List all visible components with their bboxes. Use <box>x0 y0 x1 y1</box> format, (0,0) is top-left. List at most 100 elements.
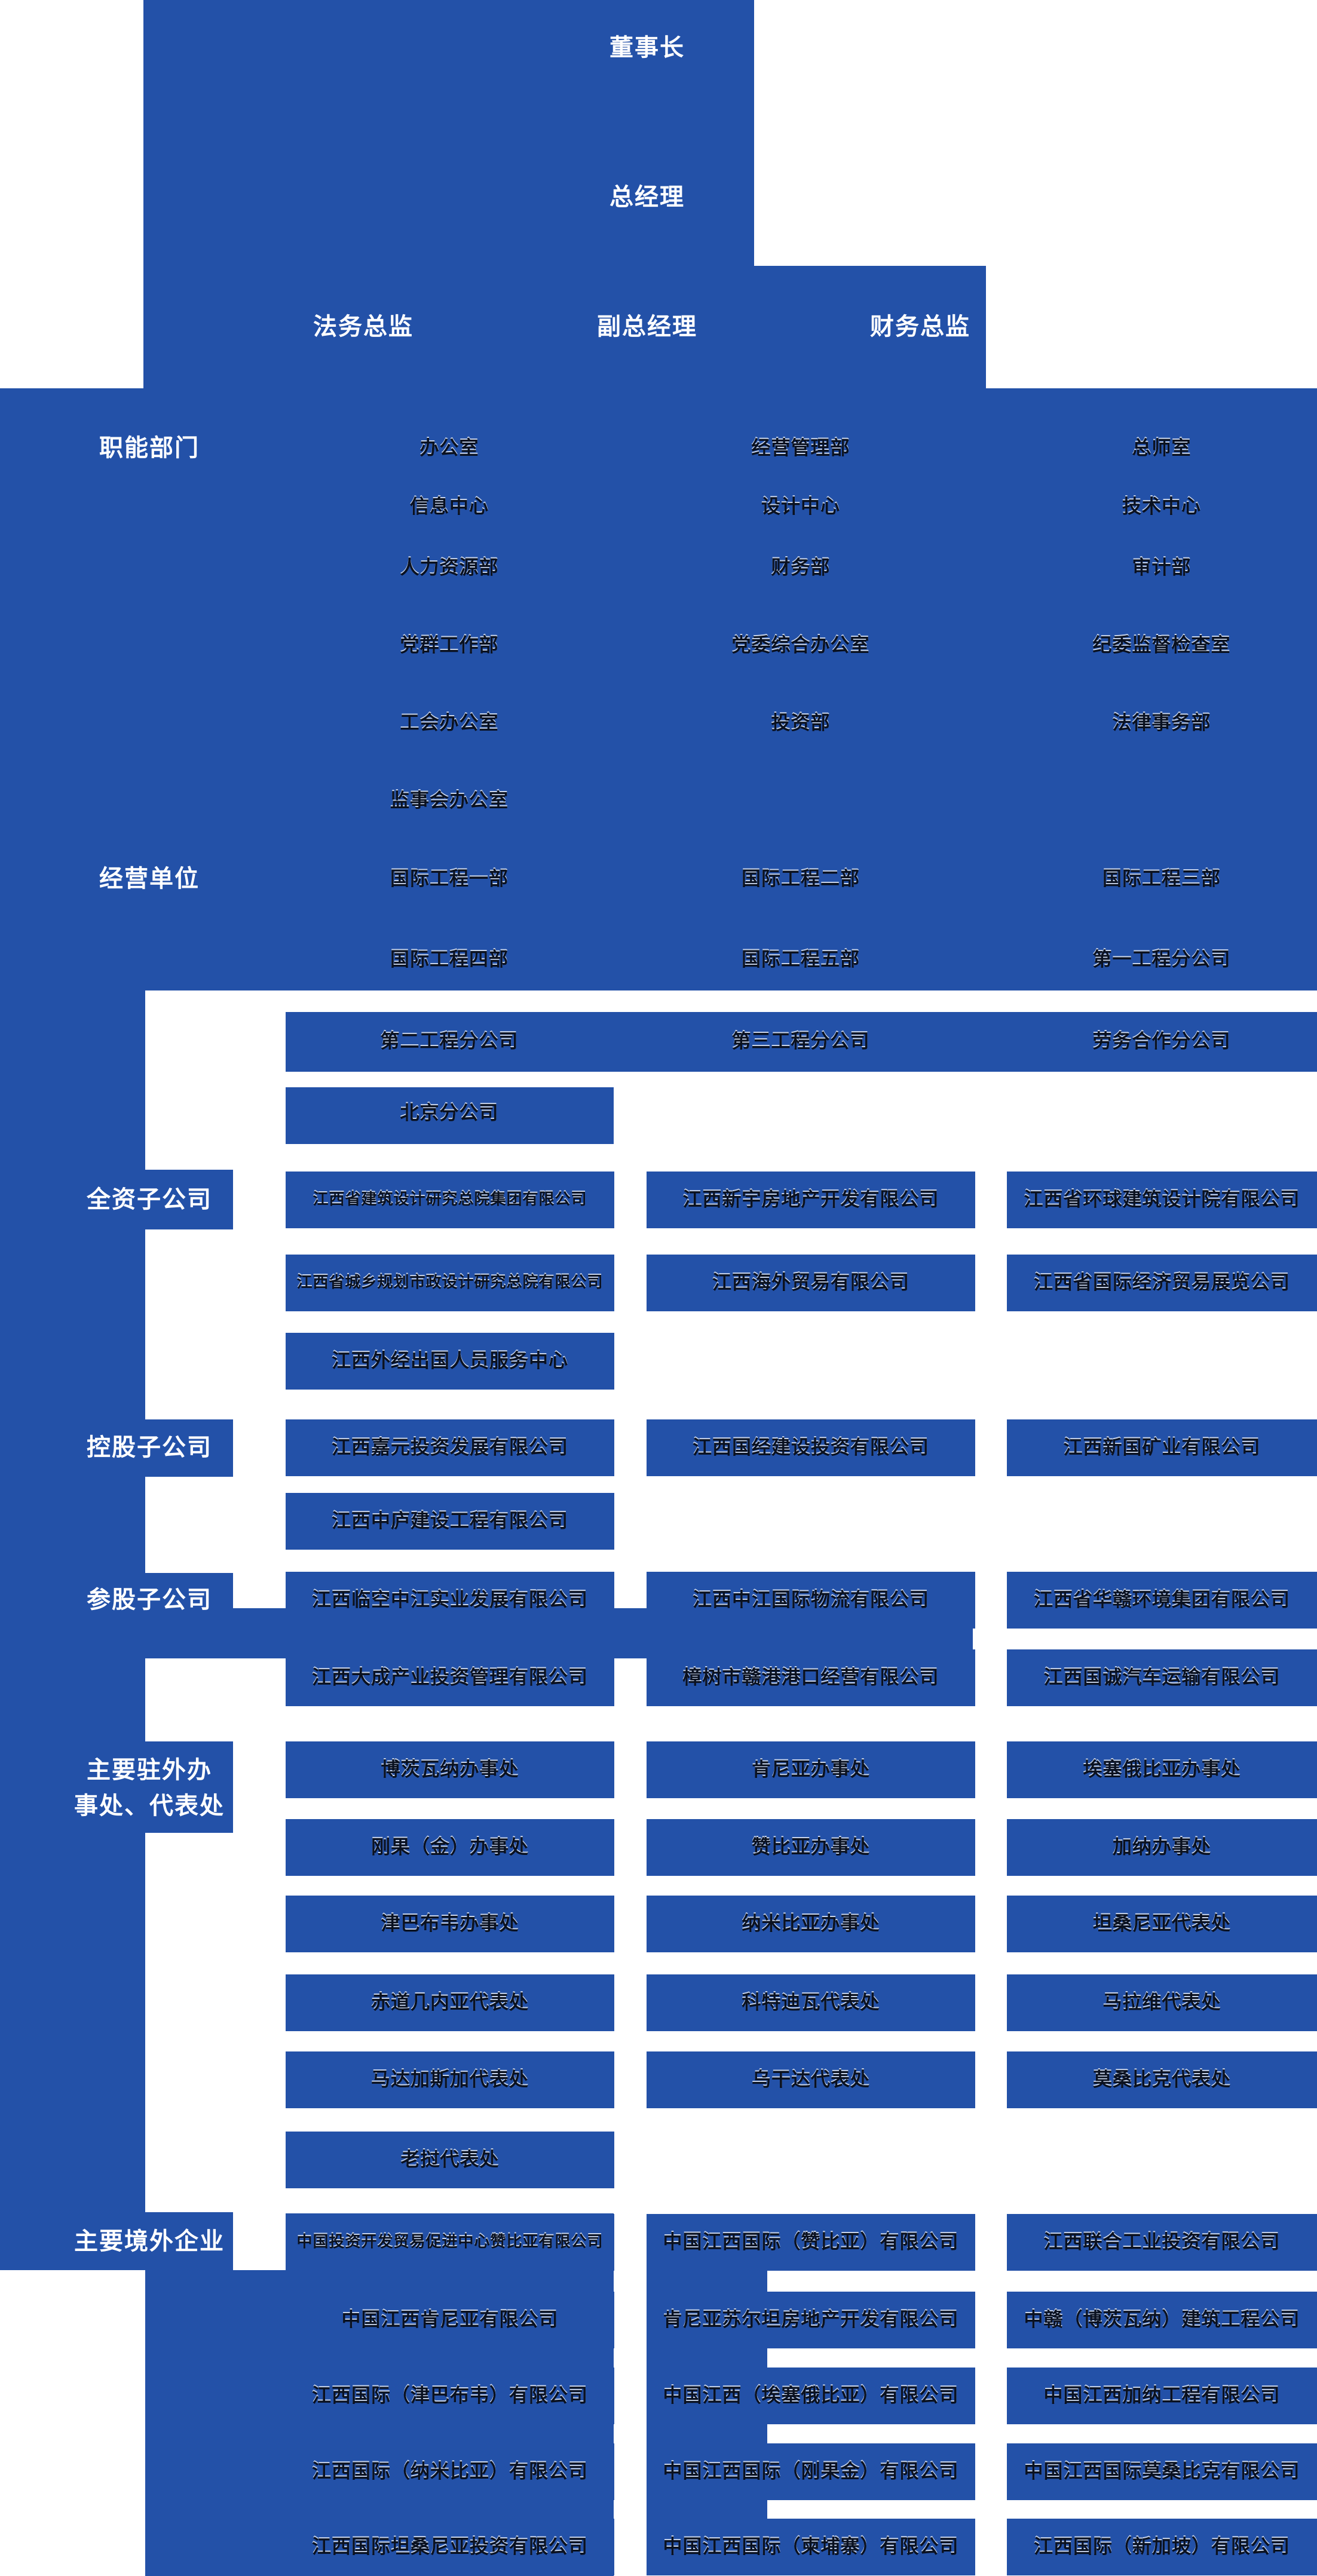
org-box-label: 赞比亚办事处 <box>751 1836 871 1858</box>
org-box-label: 党委综合办公室 <box>731 634 870 656</box>
org-box-label: 中赣（博茨瓦纳）建筑工程公司 <box>1024 2308 1300 2330</box>
bg-header-overseas-companies <box>0 2212 233 2270</box>
org-box <box>1007 2051 1317 2108</box>
org-box-label: 中国江西肯尼亚有限公司 <box>341 2308 559 2330</box>
org-box-label: 江西省建筑设计研究总院集团有限公司 <box>313 1190 587 1209</box>
org-box <box>1007 1419 1317 1476</box>
org-box-label: 江西国际（纳米比亚）有限公司 <box>311 2460 589 2482</box>
org-box <box>286 1419 614 1476</box>
bg-header-overseas-offices <box>0 1741 233 1833</box>
chairman-label: 董事长 <box>610 35 685 61</box>
org-box <box>1007 1974 1317 2031</box>
org-box-label: 办公室 <box>419 437 479 459</box>
section-label-holding: 控股子公司 <box>87 1434 212 1461</box>
org-box-label: 总师室 <box>1132 437 1192 459</box>
org-box-label: 中国江西（埃塞俄比亚）有限公司 <box>663 2384 959 2406</box>
org-box-label: 法律事务部 <box>1112 712 1211 734</box>
org-box-label: 纳米比亚办事处 <box>742 1912 880 1934</box>
org-box-label: 中国江西国际（柬埔寨）有限公司 <box>663 2535 959 2557</box>
org-box-label: 莫桑比克代表处 <box>1092 2068 1232 2090</box>
org-box-label: 国际工程二部 <box>741 867 860 890</box>
org-box <box>647 1818 975 1876</box>
org-box-label: 经营管理部 <box>751 437 850 459</box>
org-box <box>647 1571 975 1629</box>
org-box <box>1007 1649 1317 1706</box>
org-box-label: 赤道几内亚代表处 <box>370 1991 529 2013</box>
finance-director-label: 财务总监 <box>870 314 970 340</box>
org-box <box>286 1974 614 2031</box>
org-box-label: 国际工程三部 <box>1102 867 1221 890</box>
org-box <box>647 2051 975 2108</box>
org-box <box>286 2051 614 2108</box>
deputy-general-manager-label: 副总经理 <box>597 314 697 340</box>
org-box-label: 工会办公室 <box>400 712 499 734</box>
org-box-label: 江西新宇房地产开发有限公司 <box>682 1188 939 1210</box>
org-box-label: 江西临空中江实业发展有限公司 <box>311 1588 589 1611</box>
org-box-label: 技术中心 <box>1122 495 1202 517</box>
org-box <box>647 1649 975 1706</box>
org-box-label: 江西省华赣环境集团有限公司 <box>1033 1588 1291 1611</box>
org-box-label: 江西大成产业投资管理有限公司 <box>311 1666 589 1688</box>
org-box-label: 肯尼亚办事处 <box>751 1758 871 1780</box>
org-box <box>647 2291 975 2348</box>
org-box-label: 江西新国矿业有限公司 <box>1063 1436 1261 1458</box>
bg-lower-spine <box>145 2270 286 2576</box>
org-box <box>1007 2518 1317 2575</box>
section-label-overseas-offices: 主要驻外办 事处、代表处 <box>74 1757 225 1819</box>
org-box-label: 第三工程分公司 <box>731 1030 870 1052</box>
org-box <box>1007 2367 1317 2424</box>
general-manager-label: 总经理 <box>610 184 685 210</box>
org-box <box>647 2443 975 2500</box>
bg-branch-bar <box>286 1012 1317 1072</box>
bg-header-wholly-owned <box>0 1170 233 1229</box>
org-box-label: 财务部 <box>771 556 831 578</box>
legal-director-label: 法务总监 <box>313 314 414 340</box>
org-box-label: 科特迪瓦代表处 <box>742 1991 880 2013</box>
section-label-business-units: 经营单位 <box>99 866 200 892</box>
org-box <box>286 1818 614 1876</box>
org-box-label: 江西省城乡规划市政设计研究总院有限公司 <box>296 1273 604 1292</box>
org-box <box>1007 1254 1317 1311</box>
org-box-label: 审计部 <box>1132 556 1192 578</box>
org-box-label: 江西省环球建筑设计院有限公司 <box>1024 1188 1300 1210</box>
org-box-label: 江西外经出国人员服务中心 <box>331 1350 569 1372</box>
org-box <box>1007 1741 1317 1798</box>
org-box-label: 马达加斯加代表处 <box>370 2068 529 2090</box>
org-box-label: 加纳办事处 <box>1112 1836 1212 1858</box>
org-box <box>286 2213 614 2271</box>
org-box <box>286 1895 614 1952</box>
org-box <box>647 1419 975 1476</box>
org-box-label: 第二工程分公司 <box>380 1030 519 1052</box>
org-box-label: 中国江西国际（赞比亚）有限公司 <box>663 2231 959 2253</box>
org-box-label: 江西省国际经济贸易展览公司 <box>1033 1271 1291 1293</box>
bg-beijing-box <box>286 1087 614 1144</box>
org-box <box>286 2291 614 2348</box>
org-box <box>286 2443 614 2500</box>
org-box-label: 中国投资开发贸易促进中心赞比亚有限公司 <box>296 2232 604 2251</box>
org-box <box>286 1571 614 1629</box>
org-box <box>286 1171 614 1228</box>
org-box-label: 江西国经建设投资有限公司 <box>692 1436 930 1458</box>
org-box-label: 博茨瓦纳办事处 <box>381 1758 519 1780</box>
org-box-label: 埃塞俄比亚办事处 <box>1083 1758 1241 1780</box>
org-box-label: 劳务合作分公司 <box>1092 1030 1231 1052</box>
org-box <box>286 2518 614 2575</box>
org-box <box>1007 2443 1317 2500</box>
org-box <box>1007 1895 1317 1952</box>
bg-executive-band <box>143 266 986 388</box>
org-box <box>647 1254 975 1311</box>
org-box-label: 乌干达代表处 <box>751 2068 871 2090</box>
bg-header-holding <box>0 1419 233 1477</box>
section-label-overseas-companies: 主要境外企业 <box>74 2228 225 2255</box>
org-box-label: 刚果（金）办事处 <box>370 1836 529 1858</box>
org-box-label: 江西国际（津巴布韦）有限公司 <box>311 2384 589 2406</box>
org-box-label: 江西国诚汽车运输有限公司 <box>1043 1666 1281 1688</box>
org-box <box>647 2367 975 2424</box>
org-box-label: 信息中心 <box>409 495 489 517</box>
org-box-label: 肯尼亚苏尔坦房地产开发有限公司 <box>663 2308 959 2330</box>
org-box-label: 中国江西国际莫桑比克有限公司 <box>1024 2460 1300 2482</box>
org-box-label: 党群工作部 <box>400 634 499 656</box>
section-label-functional: 职能部门 <box>99 435 200 461</box>
org-box-label: 江西联合工业投资有限公司 <box>1043 2231 1281 2253</box>
